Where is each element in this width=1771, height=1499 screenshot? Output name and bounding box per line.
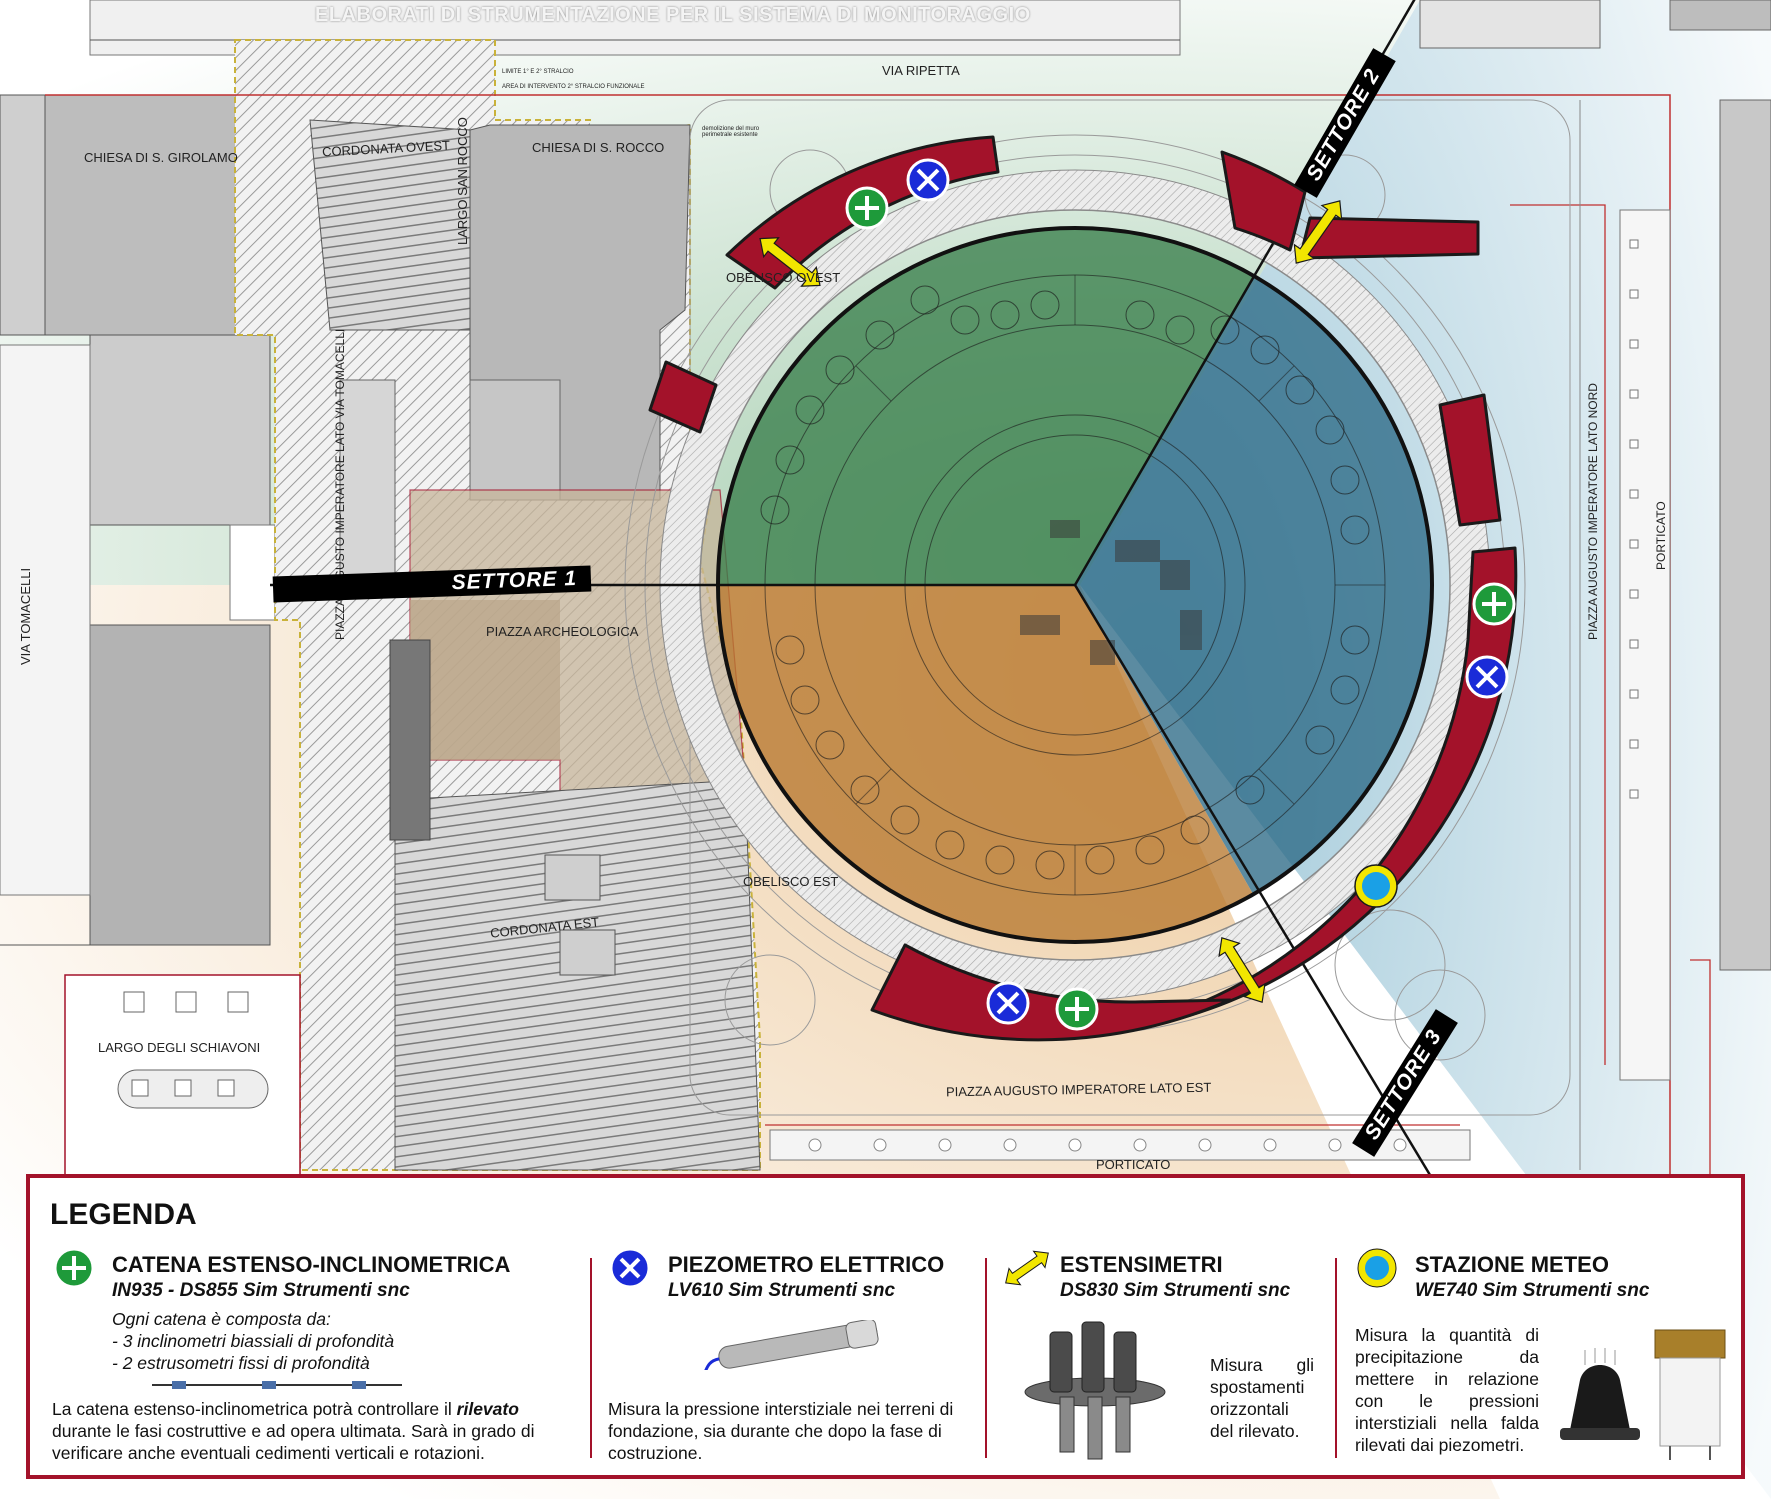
piezometro-device-image bbox=[702, 1320, 879, 1370]
estensimetri-device-image bbox=[1024, 1321, 1166, 1460]
legend-box: LEGENDA CATENA ESTENSO-INCLINOMETRICA IN… bbox=[26, 1174, 1745, 1479]
label-largo-schiavoni: LARGO DEGLI SCHIAVONI bbox=[98, 1040, 261, 1055]
label-via-ripetta: VIA RIPETTA bbox=[882, 63, 960, 78]
legend-meteo: STAZIONE METEO WE740 Sim Strumenti snc M… bbox=[1355, 1242, 1726, 1462]
catena-device-image bbox=[152, 1381, 402, 1389]
legend-estensimetri: ESTENSIMETRI DS830 Sim Strumenti snc Mis… bbox=[1000, 1242, 1340, 1462]
legend-catena: CATENA ESTENSO-INCLINOMETRICA IN935 - DS… bbox=[52, 1242, 572, 1463]
note-demolizione: demolizione del muro perimetrale esisten… bbox=[702, 126, 760, 138]
legend-title: LEGENDA bbox=[50, 1198, 197, 1231]
meteo-name: STAZIONE METEO bbox=[1415, 1252, 1609, 1277]
note-area-intervento: AREA DI INTERVENTO 2° STRALCIO FUNZIONAL… bbox=[502, 84, 645, 90]
label-largo-san-rocco: LARGO SAN ROCCO bbox=[455, 117, 470, 245]
label-piazza-archeologica: PIAZZA ARCHEOLOGICA bbox=[486, 624, 639, 639]
estensimetri-description: Misura gli spostamenti orizzontali del r… bbox=[1210, 1355, 1314, 1441]
label-chiesa-s-rocco: CHIESA DI S. ROCCO bbox=[532, 140, 665, 155]
note-limite-stralcio: LIMITE 1° E 2° STRALCIO bbox=[502, 69, 574, 75]
meteo-description: Misura la quantità di precipitazione da … bbox=[1355, 1325, 1539, 1455]
legend-divider-2 bbox=[985, 1258, 987, 1458]
legend-divider-3 bbox=[1335, 1258, 1337, 1458]
catena-name: CATENA ESTENSO-INCLINOMETRICA bbox=[112, 1252, 511, 1277]
estensimetri-name: ESTENSIMETRI bbox=[1060, 1252, 1223, 1277]
yellow-double-arrow-icon bbox=[1005, 1250, 1049, 1286]
legend-divider-1 bbox=[590, 1258, 592, 1458]
estensimetri-model: DS830 Sim Strumenti snc bbox=[1060, 1280, 1291, 1301]
label-obelisco-est: OBELISCO EST bbox=[743, 874, 839, 889]
blue-x-circle-icon bbox=[609, 1247, 651, 1289]
label-via-tomacelli: VIA TOMACELLI bbox=[18, 567, 33, 665]
label-chiesa-s-girolamo: CHIESA DI S. GIROLAMO bbox=[84, 150, 238, 165]
catena-model: IN935 - DS855 Sim Strumenti snc bbox=[112, 1280, 410, 1301]
weather-station-icon bbox=[1357, 1248, 1397, 1288]
meteo-device-image bbox=[1560, 1329, 1726, 1460]
label-piazza-lato-nord: PIAZZA AUGUSTO IMPERATORE LATO NORD bbox=[1586, 383, 1600, 640]
legend-piezometro: PIEZOMETRO ELETTRICO LV610 Sim Strumenti… bbox=[608, 1242, 1008, 1463]
piezometro-description: Misura la pressione interstiziale nei te… bbox=[608, 1399, 954, 1463]
label-obelisco-ovest: OBELISCO OVEST bbox=[726, 270, 841, 285]
meteo-model: WE740 Sim Strumenti snc bbox=[1415, 1280, 1650, 1301]
piezometro-name: PIEZOMETRO ELETTRICO bbox=[668, 1252, 945, 1277]
catena-composition-title: Ogni catena è composta da: bbox=[112, 1309, 331, 1329]
sheet-title: ELABORATI DI STRUMENTAZIONE PER IL SISTE… bbox=[315, 4, 1031, 26]
piezometro-model: LV610 Sim Strumenti snc bbox=[668, 1280, 896, 1301]
green-cross-circle-icon bbox=[53, 1247, 95, 1289]
catena-description: La catena estenso-inclinometrica potrà c… bbox=[52, 1399, 535, 1463]
catena-composition-1: - 3 inclinometri biassiali di profondità bbox=[112, 1331, 395, 1351]
label-porticato-sud: PORTICATO bbox=[1096, 1157, 1171, 1172]
catena-composition-2: - 2 estrusometri fissi di profondità bbox=[112, 1353, 370, 1373]
label-porticato-est: PORTICATO bbox=[1654, 501, 1668, 570]
